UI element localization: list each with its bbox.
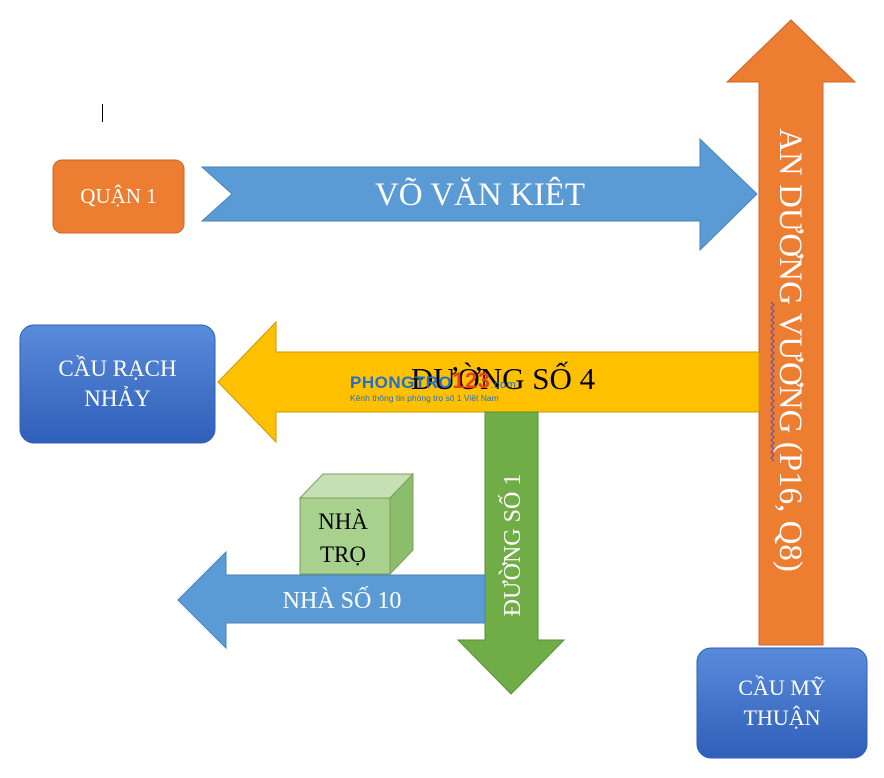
quan-1-text: QUẬN 1 — [80, 184, 157, 208]
nha-tro-label-line2: TRỌ — [320, 542, 366, 567]
duong-so-1-arrow — [456, 411, 566, 695]
nha-so-10-label: NHÀ SỐ 10 — [283, 587, 402, 614]
text-cursor — [102, 104, 103, 122]
vo-van-kiet-label: VÕ VĂN KIÊT — [375, 176, 585, 213]
cau-my-thuan-box — [696, 647, 868, 759]
spellcheck-underline — [770, 301, 775, 462]
watermark-tagline: Kênh thông tin phòng trọ số 1 Việt Nam — [350, 393, 499, 403]
an-duong-vuong-arrow — [725, 19, 857, 646]
nha-so-10-arrow — [177, 550, 486, 650]
quan-1-box — [52, 159, 185, 234]
cau-my-thuan-label: CẦU MỸ THUẬN — [697, 648, 867, 758]
cau-rach-nhay-line2: NHẢY — [84, 386, 151, 411]
cau-my-thuan-line2: THUẬN — [743, 705, 821, 730]
cau-rach-nhay-label: CẦU RẠCH NHẢY — [20, 325, 215, 443]
cau-my-thuan-line1: CẦU MỸ — [738, 675, 826, 700]
vo-van-kiet-arrow — [200, 137, 758, 252]
cau-rach-nhay-box — [19, 324, 216, 444]
nha-tro-cube — [298, 472, 415, 576]
duong-so-4-label: ĐƯỜNG SỐ 4 — [411, 360, 596, 396]
duong-so-1-label: ĐƯỜNG SỐ 1 — [499, 474, 526, 617]
phongtro123-watermark: PHONGTRO123.com Kênh thông tin phòng trọ… — [350, 368, 516, 403]
duong-so-4-arrow — [217, 320, 760, 444]
nha-tro-label-line1: NHÀ — [318, 509, 368, 534]
cau-rach-nhay-line1: CẦU RẠCH — [58, 356, 177, 381]
watermark-brand: PHONGTRO — [350, 373, 453, 392]
quan-1-label: QUẬN 1 — [53, 160, 184, 233]
watermark-suffix: .com — [490, 379, 517, 391]
watermark-number: 123 — [452, 368, 491, 393]
an-duong-vuong-label: AN DƯƠNG VƯƠNG (P16, Q8) — [772, 128, 808, 572]
